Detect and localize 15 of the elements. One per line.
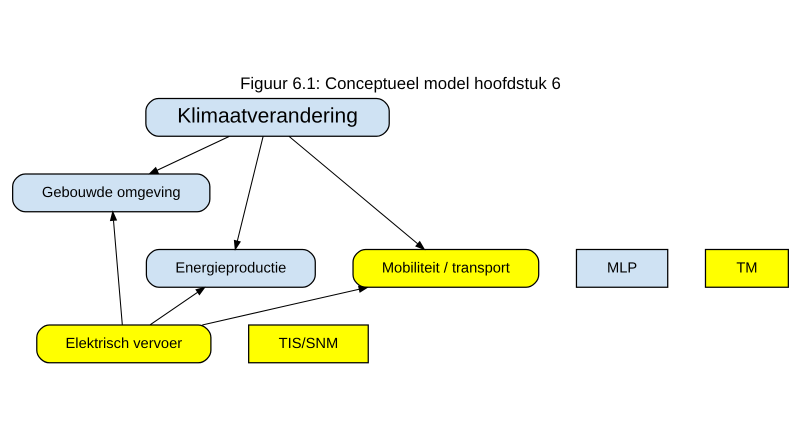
node-box: TM xyxy=(704,248,789,288)
arrow xyxy=(202,285,370,325)
node-box: Mobiliteit / transport xyxy=(352,248,540,288)
arrow xyxy=(148,135,230,174)
node-box: Energieproductie xyxy=(146,248,316,288)
node-box: MLP xyxy=(576,248,668,288)
arrow xyxy=(234,136,264,250)
node-box: Gebouwde omgeving xyxy=(12,172,210,212)
arrow xyxy=(288,135,426,250)
node-box: Elektrisch vervoer xyxy=(36,324,212,363)
node-box: Klimaatverandering xyxy=(145,97,390,136)
node-box: TIS/SNM xyxy=(248,324,369,363)
diagram-title: Figuur 6.1: Conceptueel model hoofdstuk 6 xyxy=(240,73,561,92)
arrow xyxy=(110,210,123,324)
arrow xyxy=(150,286,206,325)
